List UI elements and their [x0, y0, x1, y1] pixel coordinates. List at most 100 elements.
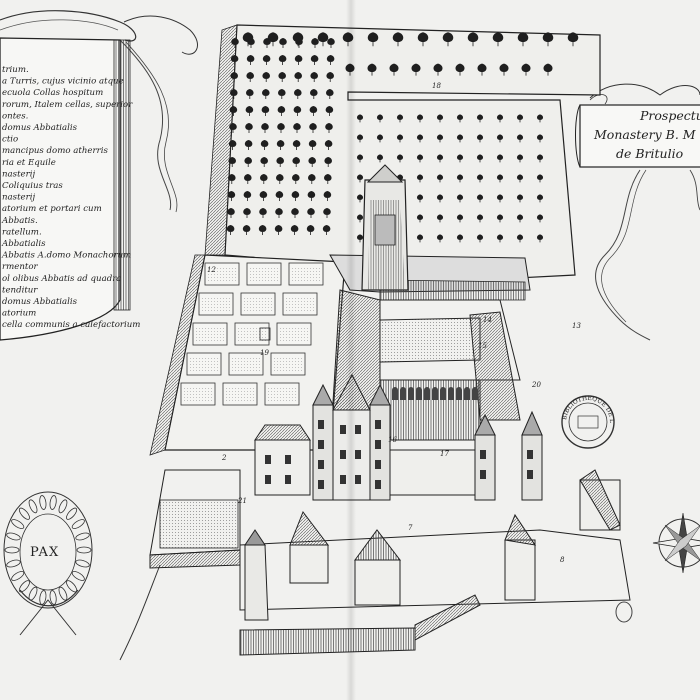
- tree: [227, 208, 235, 215]
- wreath-leaves: [4, 495, 92, 605]
- window: [464, 387, 470, 400]
- tree: [294, 55, 303, 62]
- tree: [311, 38, 319, 45]
- tree: [277, 106, 286, 113]
- legend-line: ratellum.: [2, 227, 42, 237]
- tree: [259, 191, 268, 198]
- garden-fountain: [259, 327, 271, 341]
- tree: [227, 191, 236, 198]
- tree: [292, 32, 304, 42]
- wreath-leaf: [49, 495, 57, 510]
- tree: [517, 194, 523, 200]
- legend-line: Abbatialis: [1, 239, 46, 249]
- window: [265, 455, 271, 464]
- tree: [260, 174, 268, 181]
- tree: [260, 140, 269, 147]
- tree: [457, 174, 463, 180]
- legend-line: nasterij: [2, 193, 35, 203]
- tree: [229, 106, 238, 113]
- tree: [244, 140, 253, 147]
- tree: [492, 32, 504, 42]
- wreath-leaf: [49, 590, 57, 605]
- plan-number: 16: [388, 436, 397, 444]
- tree: [258, 225, 267, 232]
- title-line-3: de Britulio: [616, 146, 683, 161]
- tree: [497, 234, 503, 240]
- window: [355, 425, 361, 434]
- legend-line: domus Abbatialis: [2, 297, 78, 307]
- tree: [245, 123, 253, 130]
- tree: [306, 225, 315, 232]
- tree: [417, 174, 423, 180]
- plan-number: 19: [260, 349, 269, 357]
- tree: [277, 123, 285, 130]
- front-buildings: [254, 373, 621, 531]
- tree: [442, 32, 454, 42]
- plan-number: 15: [478, 342, 487, 350]
- tree: [279, 38, 287, 45]
- wreath-leaf: [76, 546, 92, 554]
- legend-text-block: trium.a Turris, cujus vicinio atqueecuol…: [1, 65, 140, 330]
- window: [392, 387, 398, 400]
- tree: [542, 32, 554, 42]
- tree: [242, 32, 254, 42]
- tree: [246, 72, 254, 79]
- legend-line: tenditur: [2, 285, 38, 295]
- tree: [242, 225, 251, 232]
- tree: [437, 234, 443, 240]
- garden-beds: [180, 262, 324, 406]
- legend-line: trium.: [2, 65, 29, 75]
- tree: [392, 32, 404, 42]
- tree: [307, 191, 316, 198]
- window: [432, 387, 438, 400]
- tree: [543, 63, 553, 72]
- plan-number: 13: [572, 322, 581, 330]
- tree: [342, 32, 354, 42]
- tree: [230, 89, 238, 96]
- window: [375, 480, 381, 489]
- tree: [417, 114, 423, 120]
- wreath-leaf: [11, 519, 25, 529]
- tree: [229, 123, 237, 130]
- tree: [397, 134, 403, 140]
- tree: [261, 106, 270, 113]
- legend-line: atorium et portari cum: [2, 204, 102, 214]
- tree: [293, 106, 302, 113]
- wreath-leaf: [18, 507, 30, 520]
- window: [527, 470, 533, 479]
- legend-line: Coliquius tras: [2, 181, 63, 191]
- wreath-leaf: [39, 495, 47, 510]
- tree: [274, 225, 283, 232]
- title-line-1: Prospectus: [639, 108, 700, 123]
- tree: [345, 63, 355, 72]
- wreath-leaf: [28, 499, 38, 514]
- tree: [357, 174, 363, 180]
- tree: [477, 114, 483, 120]
- tree: [357, 114, 363, 120]
- tree: [477, 194, 483, 200]
- tree: [357, 194, 363, 200]
- tree: [497, 134, 503, 140]
- window: [480, 450, 486, 459]
- tree: [417, 234, 423, 240]
- tree: [278, 89, 286, 96]
- window: [472, 387, 478, 400]
- tree: [228, 157, 236, 164]
- forecourt: [119, 469, 631, 661]
- tree: [437, 214, 443, 220]
- tree: [324, 157, 332, 164]
- legend-banner: [0, 10, 198, 341]
- window: [424, 387, 430, 400]
- tree: [537, 194, 543, 200]
- window: [265, 475, 271, 484]
- plan-number: 7: [408, 524, 413, 532]
- tree: [537, 114, 543, 120]
- tree: [389, 63, 399, 72]
- window: [375, 420, 381, 429]
- compass-rose: [652, 512, 700, 574]
- tree: [497, 114, 503, 120]
- tree: [259, 208, 267, 215]
- window: [318, 480, 324, 489]
- window: [456, 387, 462, 400]
- window: [318, 420, 324, 429]
